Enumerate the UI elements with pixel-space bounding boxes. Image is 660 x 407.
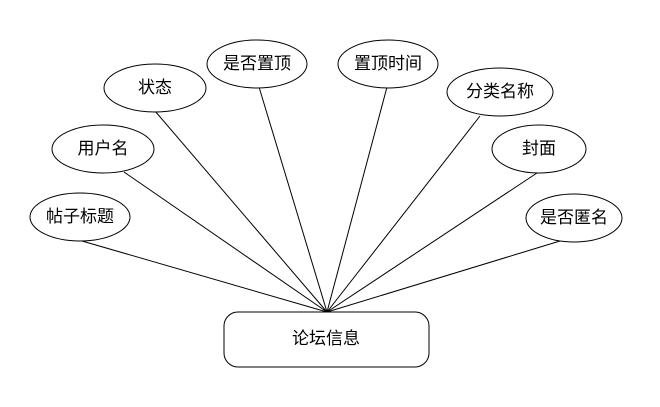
entity-box	[223, 311, 430, 368]
entity-label: 论坛信息	[292, 329, 360, 349]
attribute-ellipse	[337, 39, 439, 89]
connector-pinned-time	[326, 86, 388, 313]
connector-username	[123, 171, 328, 313]
entity-forum-info: 论坛信息	[223, 311, 430, 368]
connector-is-anonymous	[326, 240, 561, 313]
attribute-label: 封面	[522, 139, 556, 159]
attribute-is-anonymous: 是否匿名	[525, 193, 623, 243]
attribute-ellipse	[206, 39, 308, 89]
attribute-cover: 封面	[491, 124, 587, 174]
attribute-label: 状态	[138, 78, 172, 98]
connectors	[81, 86, 561, 313]
connector-post-title	[81, 240, 328, 313]
connector-cover	[326, 172, 538, 313]
attribute-pinned-time: 置顶时间	[337, 39, 439, 89]
attribute-username: 用户名	[51, 124, 155, 174]
attribute-label: 置顶时间	[354, 54, 422, 74]
attribute-label: 用户名	[78, 139, 129, 159]
attribute-post-title: 帖子标题	[29, 192, 131, 242]
attribute-ellipse	[103, 63, 207, 113]
connector-is-pinned	[258, 86, 328, 313]
attribute-is-pinned: 是否置顶	[206, 39, 308, 89]
attribute-label: 帖子标题	[46, 207, 114, 227]
attribute-ellipse	[446, 67, 554, 117]
attribute-category-name: 分类名称	[446, 67, 554, 117]
attribute-label: 是否置顶	[223, 54, 291, 74]
attribute-ellipse	[29, 192, 131, 242]
attribute-ellipse	[51, 124, 155, 174]
attribute-status: 状态	[103, 63, 207, 113]
attribute-ellipse	[491, 124, 587, 174]
attribute-ellipse	[525, 193, 623, 243]
connector-status	[154, 110, 328, 313]
attribute-label: 分类名称	[466, 82, 534, 102]
connector-category-name	[326, 115, 481, 313]
attribute-label: 是否匿名	[540, 208, 608, 228]
